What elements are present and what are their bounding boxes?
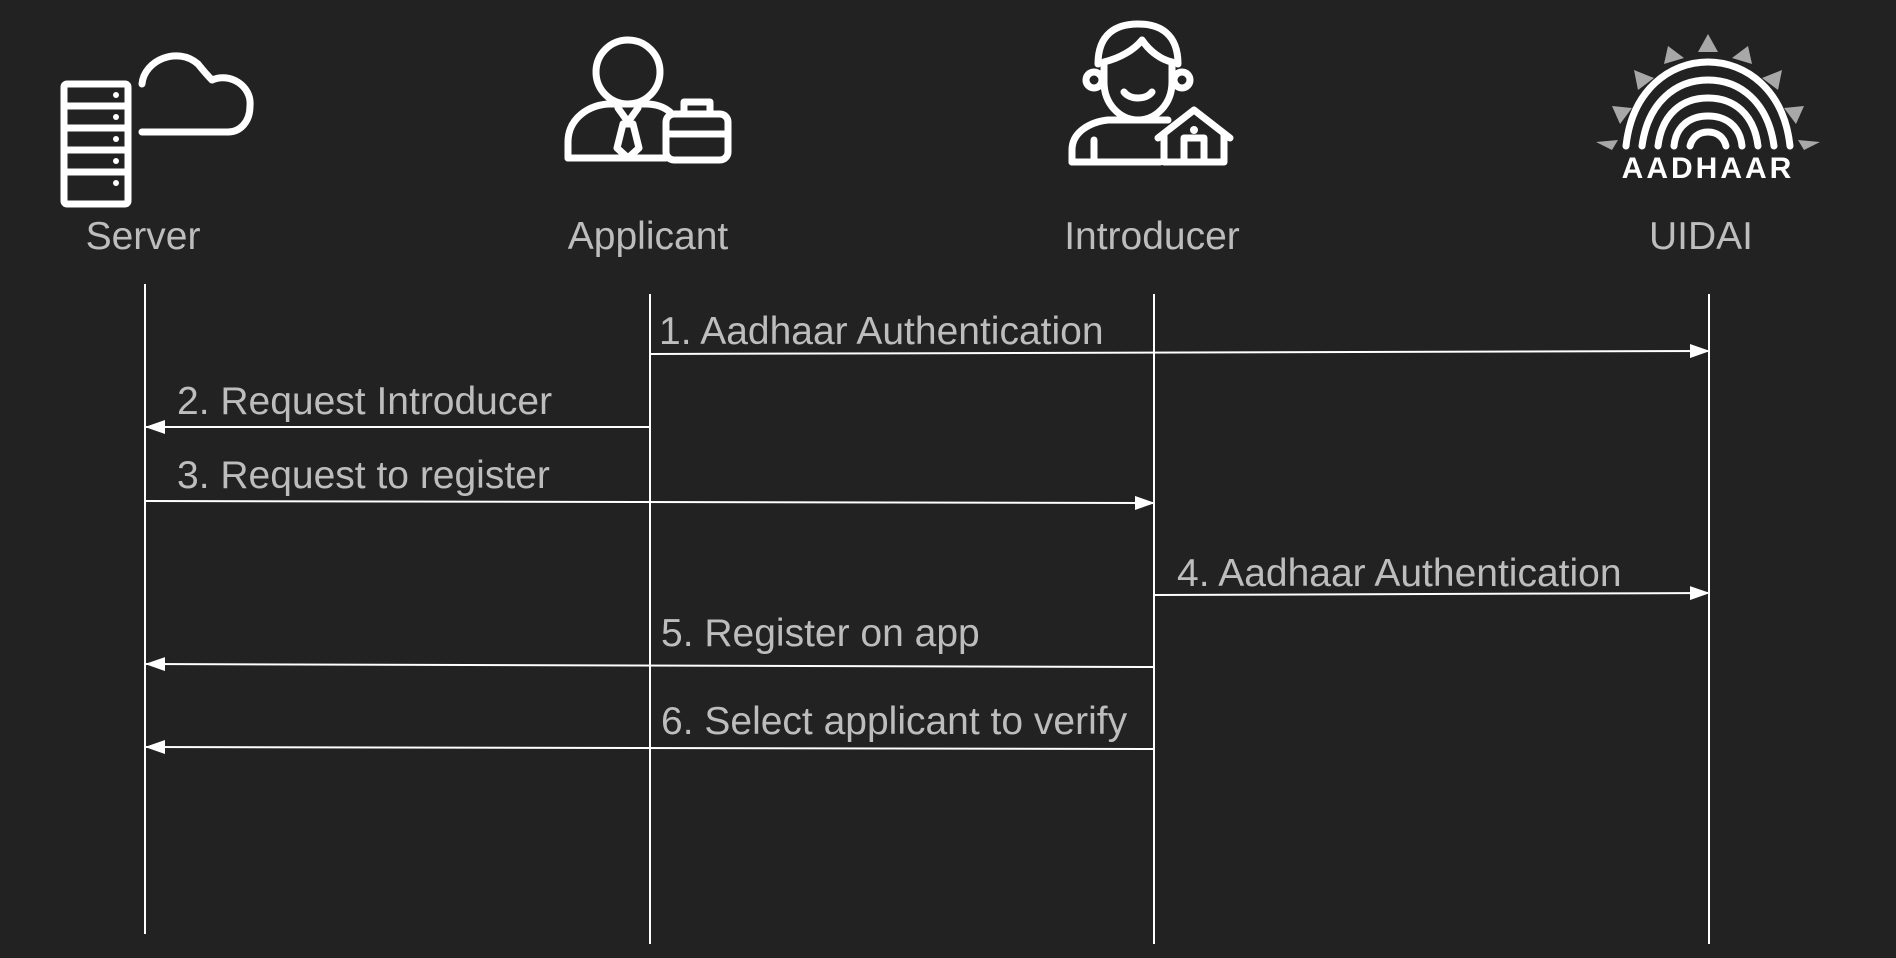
message-label-5: 5. Register on app — [661, 612, 980, 655]
actor-label-applicant: Applicant — [568, 215, 729, 258]
actor-label-uidai: UIDAI — [1649, 215, 1753, 258]
message-label-2: 2. Request Introducer — [177, 380, 552, 423]
message-label-1: 1. Aadhaar Authentication — [659, 310, 1104, 353]
person-house-icon — [1068, 20, 1234, 166]
message-arrow-5 — [145, 657, 1155, 672]
actor-label-server: Server — [86, 215, 201, 258]
businessman-briefcase-icon — [564, 36, 732, 164]
message-arrow-4 — [1153, 586, 1710, 601]
aadhaar-logo-icon: AADHAAR — [1596, 34, 1820, 185]
aadhaar-logo-text: AADHAAR — [1622, 152, 1795, 185]
server-cloud-icon — [60, 52, 254, 208]
message-arrow-3 — [144, 495, 1155, 510]
message-label-4: 4. Aadhaar Authentication — [1177, 552, 1622, 595]
message-arrow-6 — [145, 740, 1155, 755]
message-label-6: 6. Select applicant to verify — [661, 700, 1128, 743]
message-arrow-1 — [649, 344, 1710, 359]
actor-label-introducer: Introducer — [1064, 215, 1240, 258]
message-label-3: 3. Request to register — [177, 454, 550, 497]
